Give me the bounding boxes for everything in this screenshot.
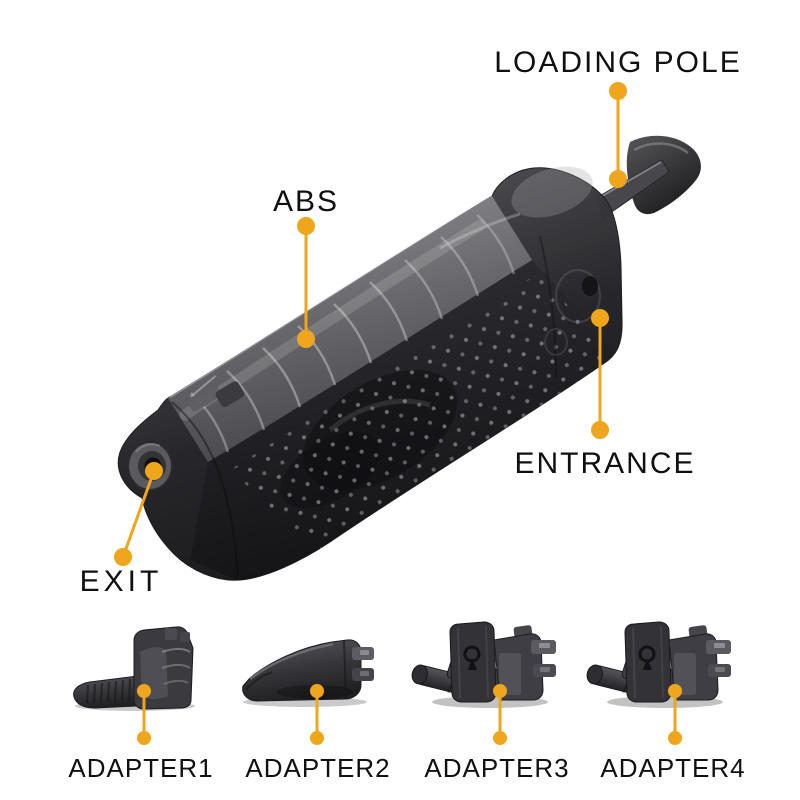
label-exit: EXIT [79, 565, 163, 598]
label-adapter-2: ADAPTER2 [245, 753, 391, 783]
adapter-4-illustration [583, 620, 733, 710]
label-adapter-4: ADAPTER4 [600, 753, 746, 783]
ribbed-top-band [168, 196, 532, 462]
label-adapter-1: ADAPTER1 [68, 753, 214, 783]
dome-highlight [511, 166, 593, 218]
entrance-port-detail [544, 269, 601, 356]
loader-illustration [117, 135, 701, 581]
callout-line-exit [121, 470, 156, 558]
label-loading-pole: LOADING POLE [494, 46, 742, 79]
exit-latch-tabs [187, 375, 245, 412]
label-entrance: ENTRANCE [514, 447, 696, 480]
callout-lines [121, 91, 677, 738]
bb-dimple-texture [230, 272, 612, 562]
adapter-1-illustration [73, 626, 195, 711]
callout-dots [114, 82, 682, 745]
loader-body [117, 166, 623, 581]
adapter-2-illustration [242, 639, 374, 707]
label-abs: ABS [272, 185, 340, 218]
label-adapter-3: ADAPTER3 [424, 753, 570, 783]
